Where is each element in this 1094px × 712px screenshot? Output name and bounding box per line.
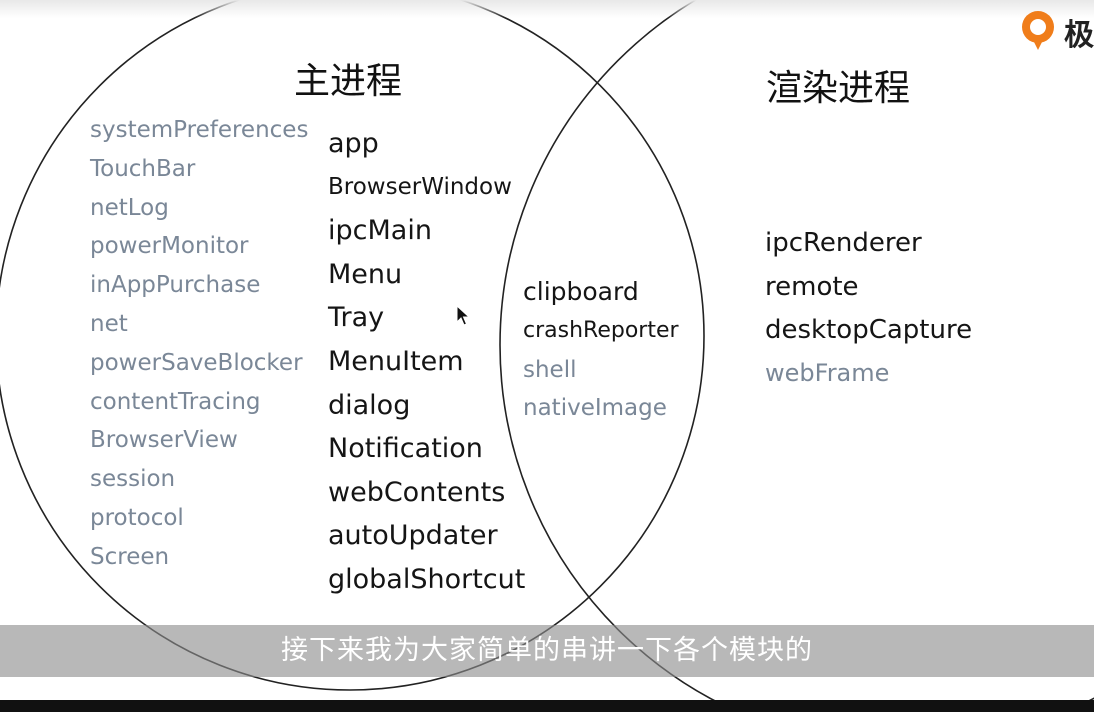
module-item: contentTracing [90,388,261,415]
module-item: autoUpdater [328,520,498,552]
module-item: BrowserView [90,427,238,454]
main-process-title: 主进程 [294,61,403,102]
module-item: BrowserWindow [328,173,512,200]
module-item: ipcRenderer [765,228,922,258]
logo-text: 极 [1064,18,1094,53]
main-process-core-list: app BrowserWindow ipcMain Menu Tray Menu… [328,122,525,602]
module-item: app [328,128,379,159]
module-item: nativeImage [523,395,667,422]
module-item: netLog [90,194,169,221]
module-item: systemPreferences [90,117,309,143]
module-item: webFrame [765,358,890,387]
module-item: shell [523,356,577,383]
module-item: TouchBar [90,155,196,182]
module-item: inAppPurchase [90,272,261,299]
module-item: crashReporter [523,317,679,343]
bottom-bar [0,700,1094,712]
module-item: Notification [328,433,483,465]
module-item: net [90,310,128,337]
module-item: Screen [90,543,170,570]
module-item: dialog [328,389,411,421]
module-item: MenuItem [328,345,464,377]
logo: 极 [1018,8,1094,58]
module-item: powerMonitor [90,233,249,260]
module-item: session [90,466,176,493]
main-process-circle [0,0,705,691]
module-item: webContents [328,476,506,508]
shared-modules-list: clipboard crashReporter shell nativeImag… [523,273,679,428]
module-item: protocol [90,504,184,531]
module-item: powerSaveBlocker [90,349,303,376]
module-item: Tray [328,302,385,334]
module-item: clipboard [523,277,639,306]
subtitle-text: 接下来我为大家简单的串讲一下各个模块的 [281,635,813,666]
subtitle-bar: 接下来我为大家简单的串讲一下各个模块的 [0,625,1094,677]
module-item: desktopCapture [765,315,973,346]
orange-logo-icon [1022,11,1054,50]
mouse-cursor-icon [456,305,470,326]
renderer-process-title: 渲染进程 [766,68,911,109]
module-item: remote [765,271,859,302]
top-shadow [0,0,1094,18]
main-process-secondary-list: systemPreferences TouchBar netLog powerM… [90,111,308,577]
module-item: Menu [328,258,403,290]
renderer-process-circle [499,0,1094,712]
module-item: ipcMain [328,215,432,247]
renderer-modules-list: ipcRenderer remote desktopCapture webFra… [765,222,972,393]
module-item: globalShortcut [328,563,526,595]
